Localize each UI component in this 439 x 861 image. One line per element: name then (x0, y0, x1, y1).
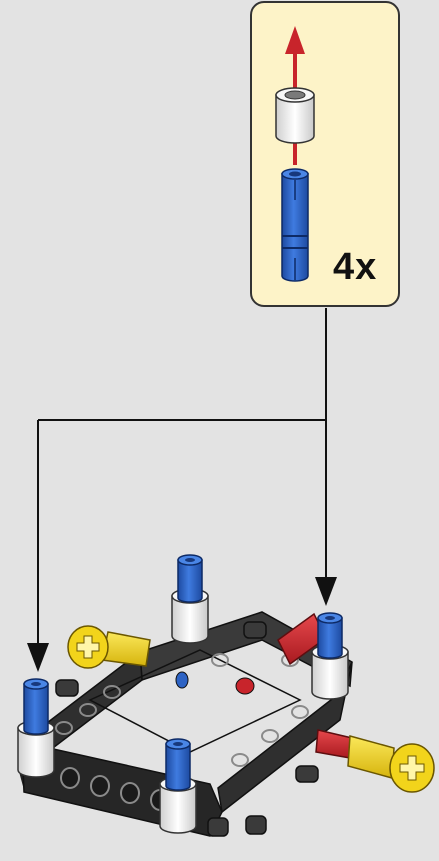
quantity-label: 4x (333, 246, 378, 288)
pin-assembly-left (17, 678, 55, 778)
pin-assembly-front (159, 738, 197, 834)
blue-pin-icon (281, 168, 309, 282)
connector-lines (37, 308, 327, 655)
pin-assembly-back (171, 554, 209, 644)
arrow-down-left-icon (27, 643, 49, 672)
yellow-connector-left (67, 625, 151, 669)
pin-assembly-right (311, 612, 349, 700)
parts-callout (250, 1, 400, 307)
bush-icon (275, 87, 315, 144)
arrow-down-right-icon (315, 577, 337, 606)
yellow-connector-right (315, 729, 435, 793)
